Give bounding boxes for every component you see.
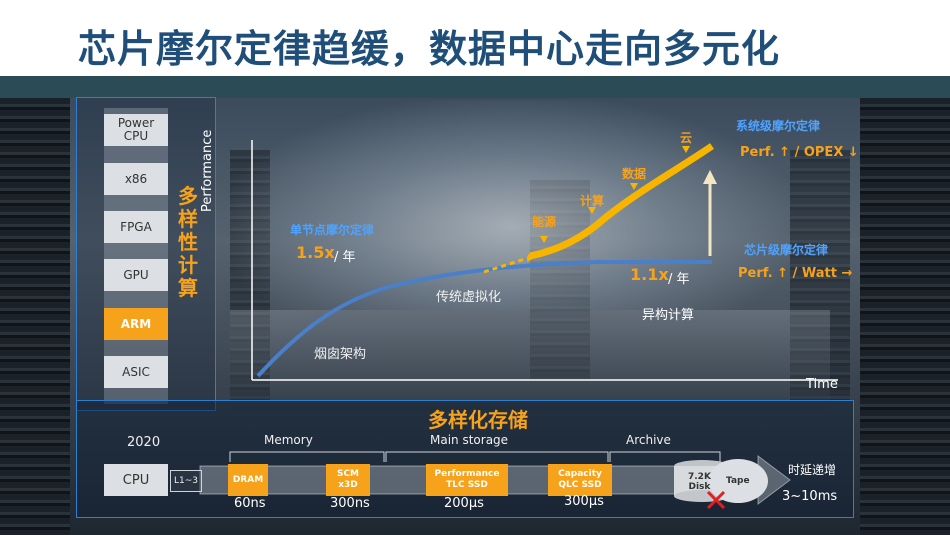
marker-triangle-data [630,183,638,190]
chip-power-cpu: Power CPU [104,114,168,146]
marker-cloud-label: 云 [680,131,693,145]
diverse-compute-label: 多样性计算 [178,184,198,300]
system-law-label: 系统级摩尔定律 [736,119,821,133]
marker-triangle-energy [540,236,548,243]
marker-data-label: 数据 [622,167,647,181]
qlc-latency: 300μs [564,494,604,509]
server-rack-left [0,98,70,535]
phase-virtualization-label: 传统虚拟化 [436,290,502,305]
phase-heterogeneous-label: 异构计算 [642,308,695,323]
title-bar [0,0,950,76]
cloud-sky-backdrop [230,100,790,310]
title-accent-strip [0,76,950,98]
cache-l1-3-box: L1~3 [170,470,202,492]
marker-compute-label: 计算 [580,194,605,208]
single-node-unit: / 年 [334,250,356,265]
chip-rate-unit: / 年 [668,272,690,287]
archive-tier-bracket [609,451,721,462]
memory-tier-bracket [229,451,385,462]
tier-memory-label: Memory [264,433,313,447]
scm-latency: 300ns [330,496,370,511]
chip-column-backdrop [104,108,168,404]
datacenter-floor [230,310,830,410]
main-storage-tier-bracket [385,451,609,462]
marker-triangle-compute [588,207,596,214]
phase-chimney-label: 烟囱架构 [314,347,367,362]
slide-title: 芯片摩尔定律趋缓，数据中心走向多元化 [78,27,781,71]
marker-energy-label: 能源 [532,215,557,229]
disk-label: 7.2K Disk [688,472,711,492]
tlc-latency: 200μs [444,496,484,511]
scm-box: SCM x3D [326,464,370,496]
dram-box: DRAM [228,464,268,496]
server-rack-right [860,98,950,535]
marker-triangle-cloud [682,146,690,153]
x-axis-label: Time [806,377,838,392]
tape-latency: 3~10ms [782,489,838,504]
orange-performance-curve [529,143,714,260]
growth-arrow-head [703,170,717,184]
system-metric: Perf. ↑ / OPEX ↓ [740,145,859,160]
blue-performance-curve [256,260,712,378]
qlc-ssd-box: Capacity QLC SSD [548,464,612,496]
orange-dashed-curve [483,256,529,274]
chip-metric: Perf. ↑ / Watt → [738,266,853,281]
chip-x86: x86 [104,163,168,195]
tlc-ssd-box: Performance TLC SSD [426,464,508,496]
storage-cpu-box: CPU [104,464,168,496]
single-node-law-label: 单节点摩尔定律 [290,223,375,237]
cross-mark-icon-stroke-2 [706,490,726,510]
chip-arm: ARM [104,308,168,340]
latency-trend-label: 时延递增 [788,463,837,477]
tape-label: Tape [726,476,750,486]
chip-rate: 1.1x [630,265,669,284]
dram-latency: 60ns [234,496,266,511]
server-rack-mid-right [790,150,850,400]
chip-fpga: FPGA [104,211,168,243]
chip-law-label: 芯片级摩尔定律 [744,243,829,257]
tier-main-storage-label: Main storage [430,433,509,447]
year-label: 2020 [127,435,161,450]
diverse-storage-title: 多样化存储 [428,408,528,432]
chip-gpu: GPU [104,259,168,291]
chip-asic: ASIC [104,356,168,388]
tier-archive-label: Archive [626,433,671,447]
single-node-rate: 1.5x [296,243,335,262]
